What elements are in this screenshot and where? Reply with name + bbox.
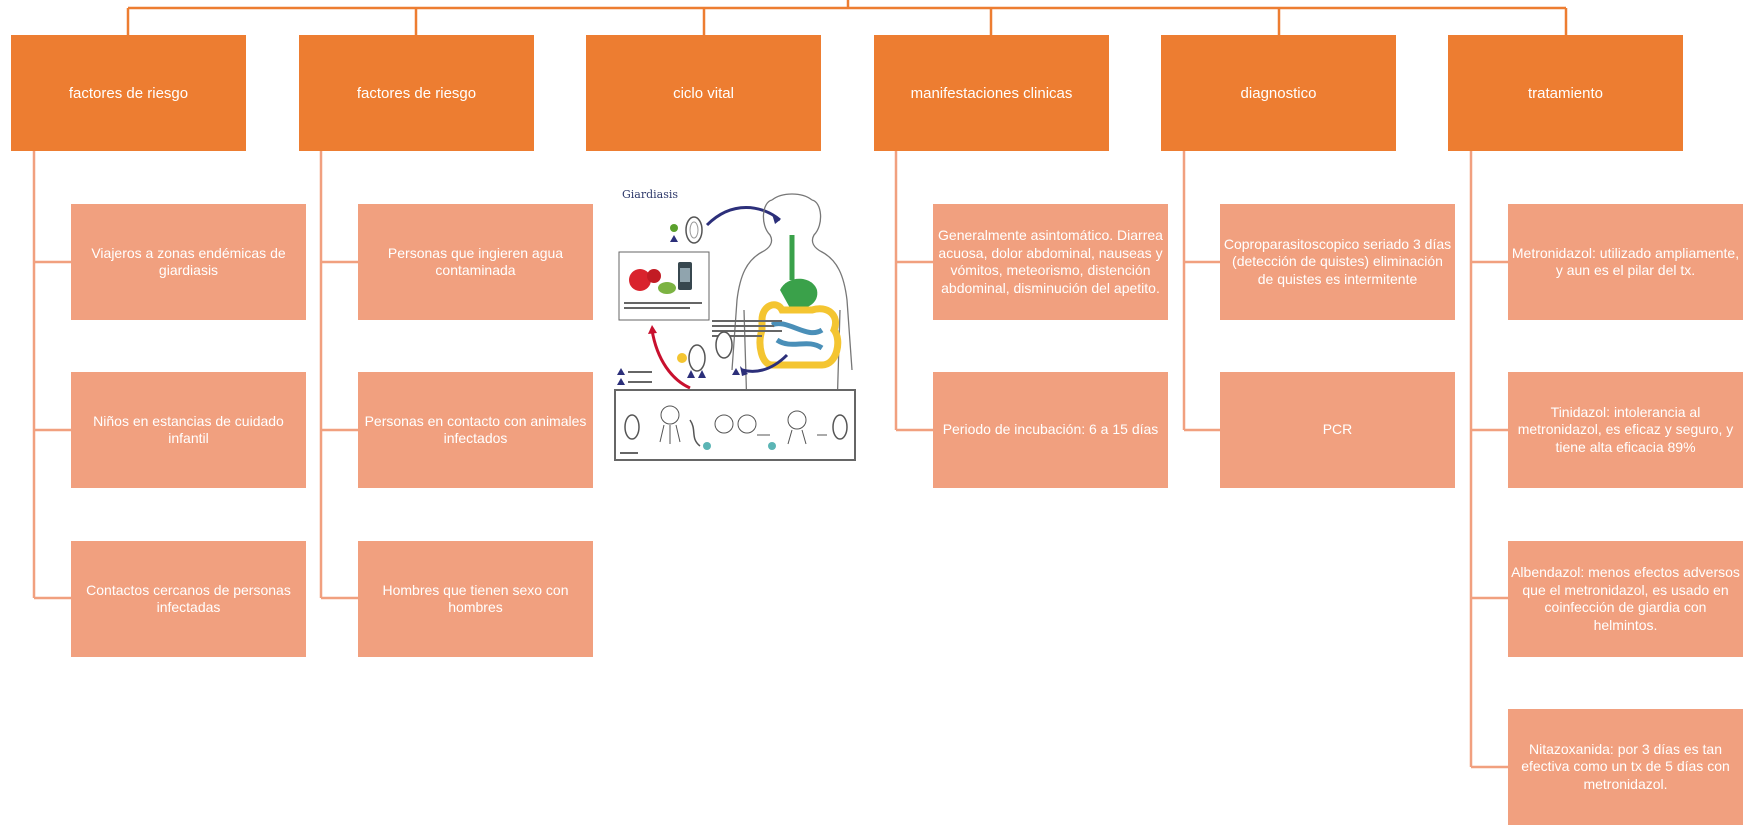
header-manifestaciones-clinicas: manifestaciones clinicas <box>874 35 1109 151</box>
risk-factor-close-contacts: Contactos cercanos de personas infectada… <box>71 541 306 657</box>
risk-factor-msm: Hombres que tienen sexo con hombres <box>358 541 593 657</box>
giardia-life-cycle-illustration: Giardiasis <box>612 180 874 512</box>
clinical-manifestations-incubation: Periodo de incubación: 6 a 15 días <box>933 372 1168 488</box>
diagnosis-stool-exam: Coproparasitoscopico seriado 3 días (det… <box>1220 204 1455 320</box>
header-factores-de-riesgo-2: factores de riesgo <box>299 35 534 151</box>
treatment-nitazoxanide: Nitazoxanida: por 3 días es tan efectiva… <box>1508 709 1743 825</box>
header-diagnostico: diagnostico <box>1161 35 1396 151</box>
header-factores-de-riesgo-1: factores de riesgo <box>11 35 246 151</box>
header-tratamiento: tratamiento <box>1448 35 1683 151</box>
clinical-manifestations-symptoms: Generalmente asintomático. Diarrea acuos… <box>933 204 1168 320</box>
risk-factor-daycare-children: Niños en estancias de cuidado infantil <box>71 372 306 488</box>
risk-factor-animal-contact: Personas en contacto con animales infect… <box>358 372 593 488</box>
treatment-tinidazole: Tinidazol: intolerancia al metronidazol,… <box>1508 372 1743 488</box>
risk-factor-contaminated-water: Personas que ingieren agua contaminada <box>358 204 593 320</box>
treatment-metronidazole: Metronidazol: utilizado ampliamente, y a… <box>1508 204 1743 320</box>
treatment-albendazole: Albendazol: menos efectos adversos que e… <box>1508 541 1743 657</box>
diagnosis-pcr: PCR <box>1220 372 1455 488</box>
life-cycle-title: Giardiasis <box>622 188 678 201</box>
header-ciclo-vital: ciclo vital <box>586 35 821 151</box>
risk-factor-travelers: Viajeros a zonas endémicas de giardiasis <box>71 204 306 320</box>
